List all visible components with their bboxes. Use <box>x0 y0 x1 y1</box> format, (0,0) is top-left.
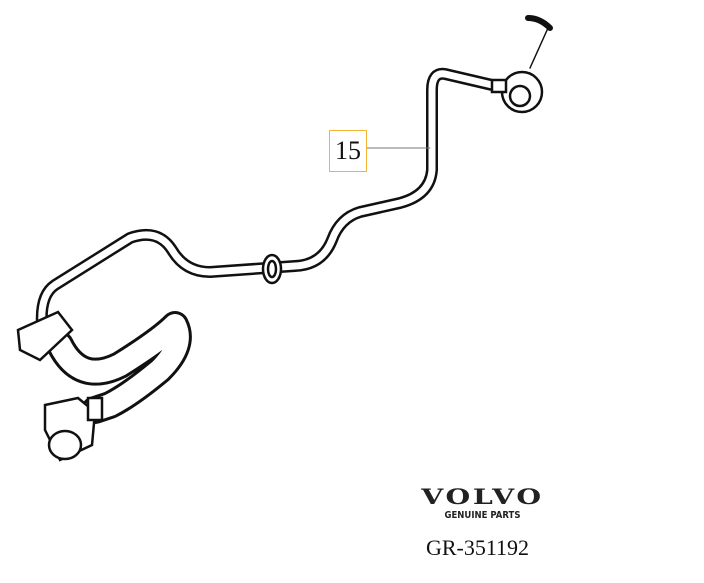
grommet <box>261 253 283 285</box>
hose-outline <box>35 67 511 331</box>
connector-left <box>16 310 104 462</box>
connector-right <box>490 70 544 114</box>
logo-tagline: GENUINE PARTS <box>444 510 521 521</box>
wire-end <box>525 15 553 31</box>
lower-hose-fill <box>49 314 189 421</box>
leader-line-top <box>529 27 549 69</box>
volvo-logo: VOLVO GENUINE PARTS <box>410 484 555 521</box>
hose-fill <box>38 70 509 329</box>
diagram-reference: GR-351192 <box>425 535 530 560</box>
logo-text: VOLVO <box>421 484 544 509</box>
callout-15[interactable]: 15 <box>329 130 367 172</box>
